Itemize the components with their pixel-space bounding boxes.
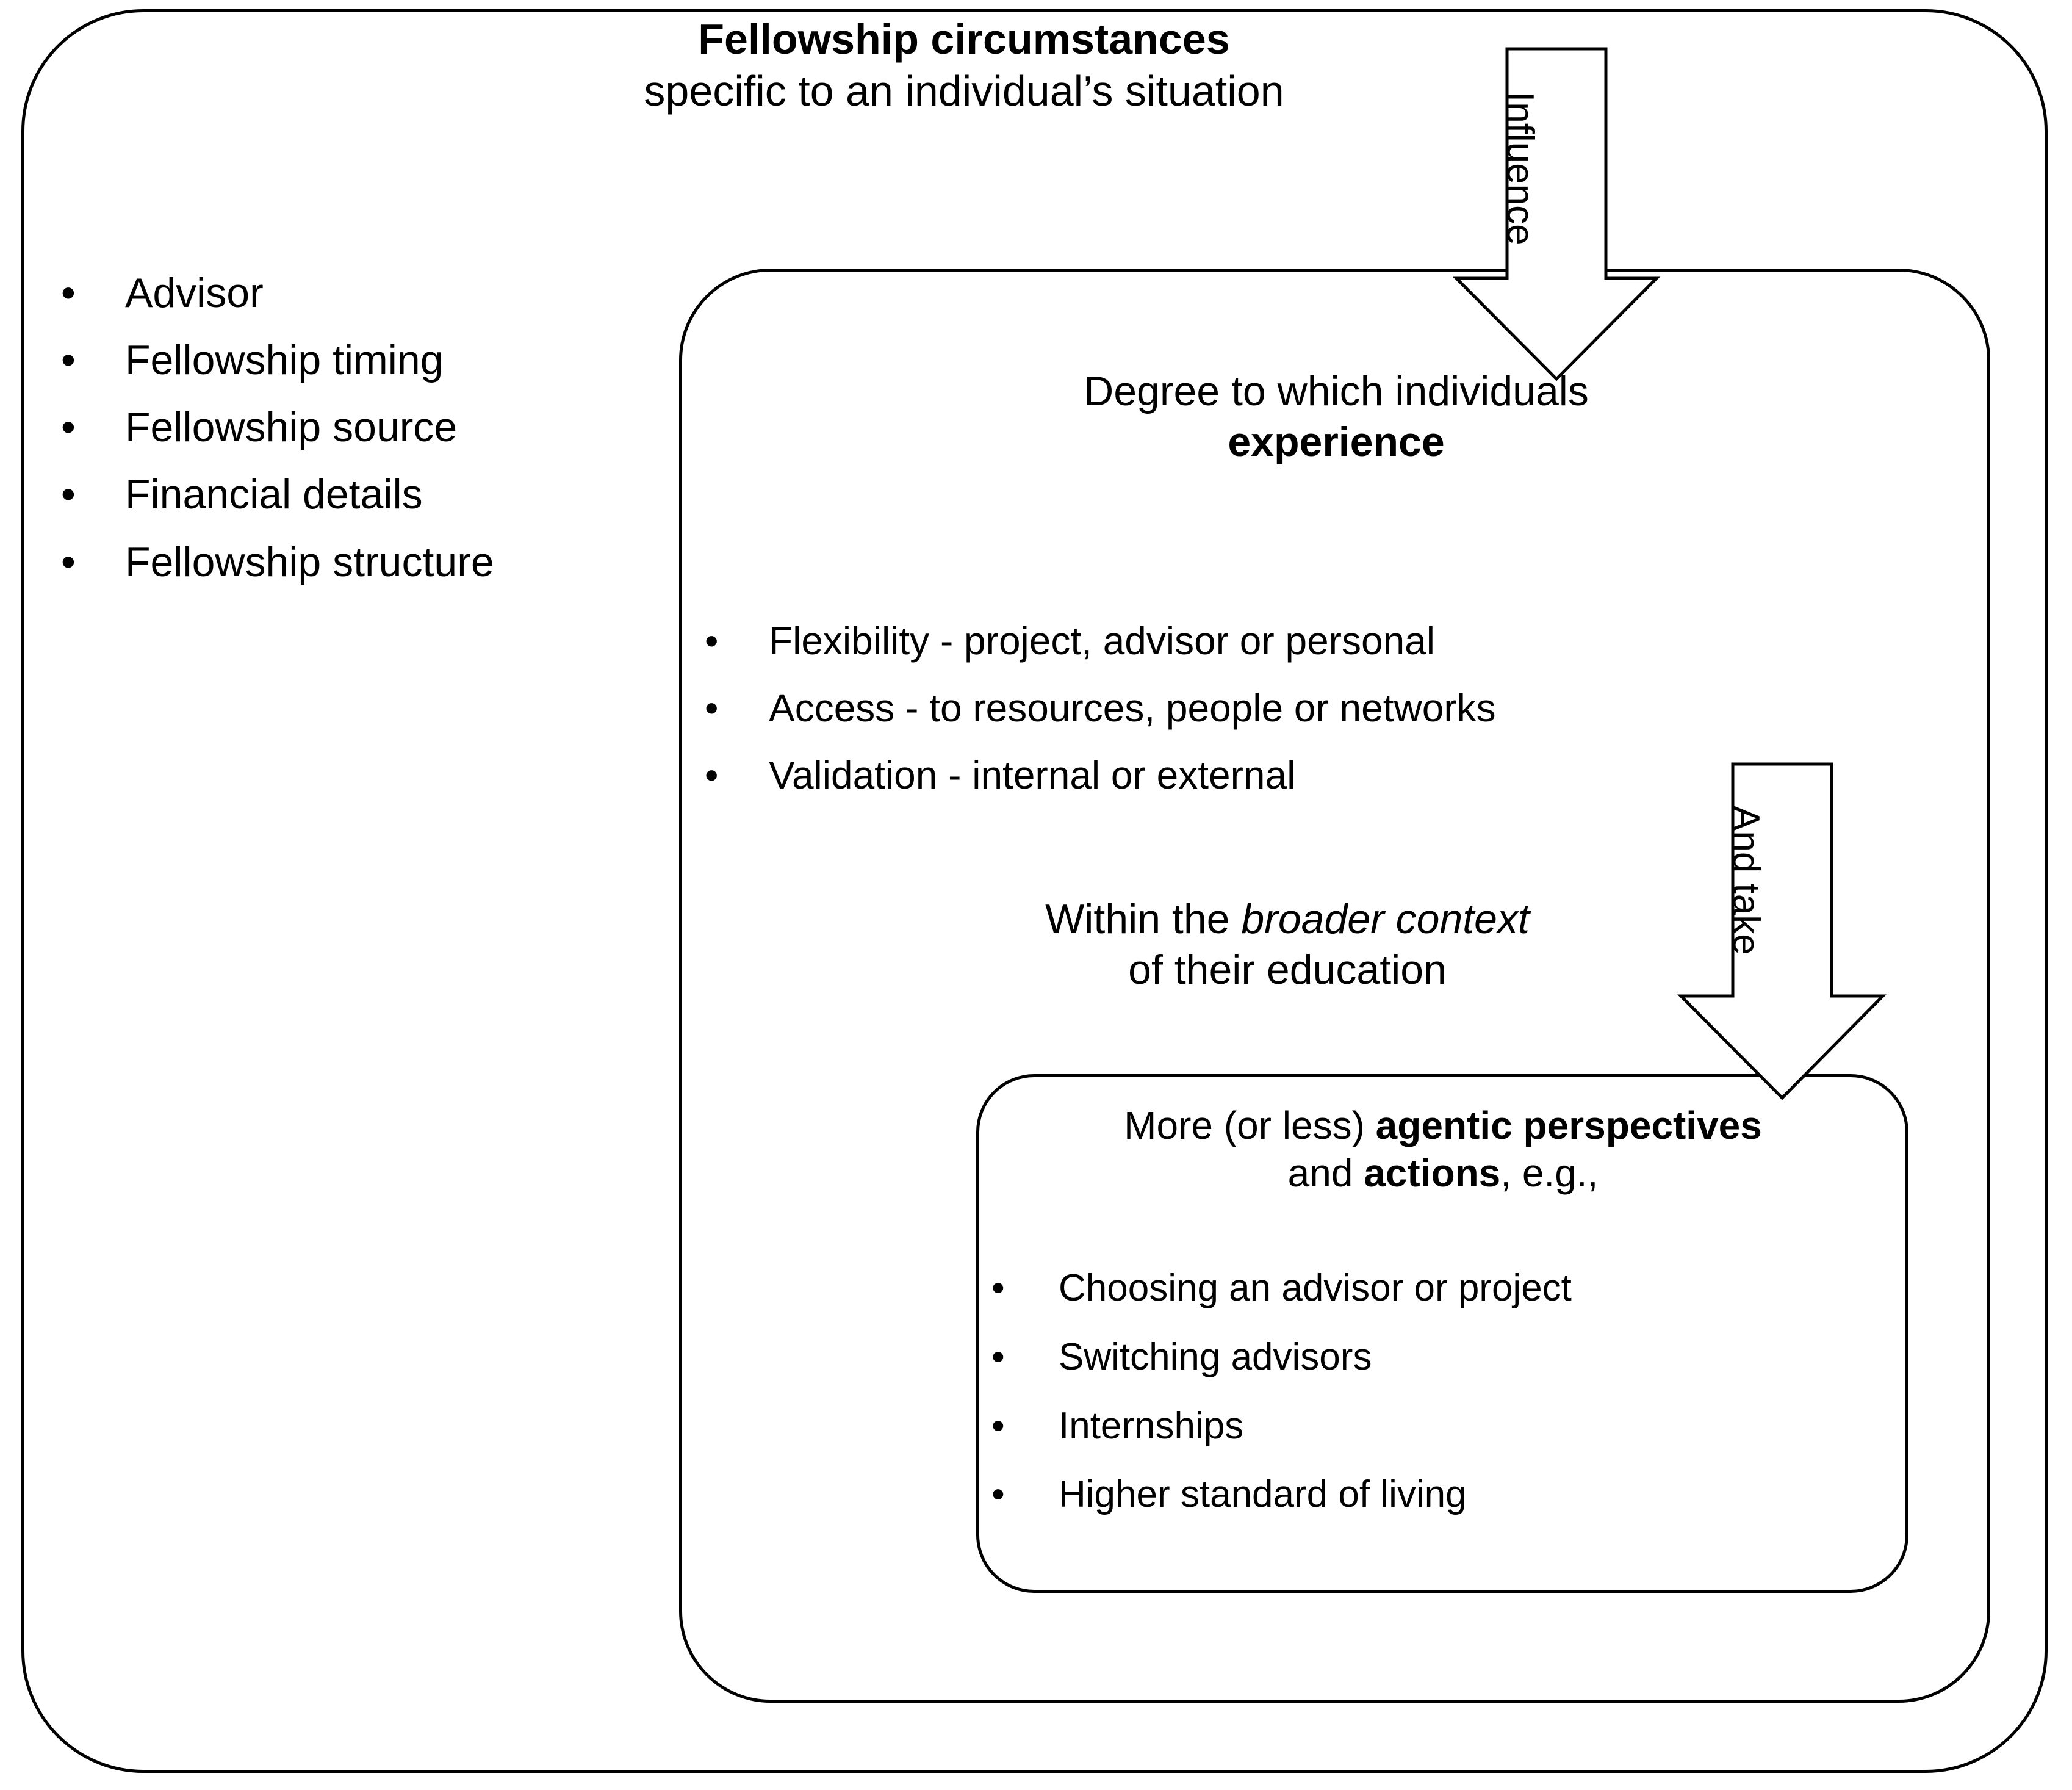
bullet-glyph: • [705,619,719,663]
outer-container-bullet-list: • Advisor • Fellowship timing • Fellowsh… [61,259,494,596]
list-item-label: Advisor [125,270,264,316]
bullet-glyph: • [991,1404,1005,1447]
list-item: • Internships [991,1392,1572,1461]
context-italic-phrase: broader context [1241,896,1530,942]
broader-context-text: Within the broader context of their educ… [811,894,1763,995]
list-item: • Fellowship timing [61,327,494,394]
outer-heading-line-2: specific to an individual’s situation [644,67,1284,115]
bullet-glyph: • [61,404,76,451]
list-item: • Access - to resources, people or netwo… [705,674,1496,742]
influence-arrow-label: Influence [1499,92,1541,245]
list-item-label: Choosing an advisor or project [1059,1267,1572,1309]
influence-arrow [1452,47,1661,381]
list-item: • Advisor [61,259,494,327]
list-item-label: Access - to resources, people or network… [769,686,1496,731]
list-item: • Switching advisors [991,1323,1572,1392]
list-item-label: Fellowship structure [125,538,494,585]
and-take-arrow-label: And take [1725,806,1767,955]
bullet-glyph: • [61,270,76,316]
list-item-label: Flexibility - project, advisor or person… [769,619,1435,663]
list-item-label: Validation - internal or external [769,753,1296,798]
middle-container-heading: Degree to which individuals experience [811,366,1861,467]
list-item: • Flexibility - project, advisor or pers… [705,607,1496,674]
list-item: • Financial details [61,461,494,528]
inner-container-bullet-list: • Choosing an advisor or project • Switc… [991,1254,1572,1529]
list-item-label: Internships [1059,1404,1244,1447]
list-item: • Fellowship structure [61,529,494,596]
list-item-label: Financial details [125,471,423,518]
inner-heading-line-2: and actions, e.g., [991,1149,1894,1197]
bullet-glyph: • [61,538,76,585]
and-take-arrow [1677,762,1887,1100]
bullet-glyph: • [705,753,719,798]
list-item-label: Fellowship timing [125,337,444,384]
middle-container-experience [679,269,1990,1703]
inner-heading-line2-suffix: , e.g., [1500,1151,1599,1196]
bullet-glyph: • [61,337,76,384]
inner-heading-prefix: More (or less) [1124,1103,1376,1147]
list-item-label: Fellowship source [125,404,458,451]
list-item: • Fellowship source [61,394,494,461]
inner-heading-line2-prefix: and [1287,1151,1364,1196]
inner-heading-line-1: More (or less) agentic perspectives [991,1102,1894,1149]
middle-heading-line-2: experience [1228,418,1445,465]
down-block-arrow-icon [1677,762,1887,1100]
bullet-glyph: • [705,686,719,731]
bullet-glyph: • [61,471,76,518]
inner-heading-line2-bold: actions [1364,1151,1501,1196]
bullet-glyph: • [991,1335,1005,1378]
list-item: • Choosing an advisor or project [991,1254,1572,1323]
context-prefix: Within the [1045,896,1242,942]
middle-container-bullet-list: • Flexibility - project, advisor or pers… [705,607,1496,809]
bullet-glyph: • [991,1473,1005,1516]
down-block-arrow-icon [1452,47,1661,381]
outer-container-fellowship-circumstances [21,9,2048,1773]
inner-heading-bold-phrase: agentic perspectives [1375,1103,1762,1147]
list-item: • Higher standard of living [991,1460,1572,1529]
inner-container-heading: More (or less) agentic perspectives and … [991,1102,1894,1197]
inner-container-agentic-perspectives [976,1074,1908,1593]
outer-heading-line-1: Fellowship circumstances [698,15,1230,63]
list-item: • Validation - internal or external [705,742,1496,809]
outer-container-heading: Fellowship circumstances specific to an … [427,13,1501,118]
bullet-glyph: • [991,1267,1005,1309]
context-line-2: of their education [1128,946,1447,993]
list-item-label: Higher standard of living [1059,1473,1467,1516]
list-item-label: Switching advisors [1059,1335,1372,1378]
context-line-1: Within the broader context [811,894,1763,945]
middle-heading-line-1: Degree to which individuals [1084,368,1589,414]
